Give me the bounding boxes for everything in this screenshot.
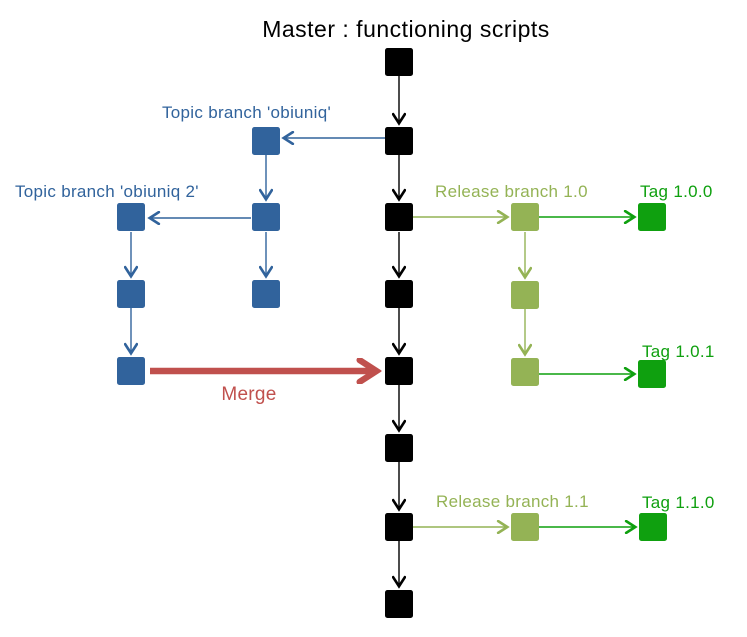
edges-layer [131,76,635,586]
commit-node-master [385,280,413,308]
commit-node-topic [117,280,145,308]
commit-node-master [385,48,413,76]
commit-node-master [385,434,413,462]
commit-node-topic [252,203,280,231]
commit-node-release [511,358,539,386]
commit-node-master [385,513,413,541]
commit-node-topic [117,203,145,231]
commit-node-release [511,513,539,541]
label-tag-1-0-1: Tag 1.0.1 [642,342,715,361]
commit-node-tag [639,513,667,541]
label-topic-branch-obiuniq-2: Topic branch 'obiuniq 2' [15,182,199,201]
diagram-title: Master : functioning scripts [262,16,550,42]
commit-node-topic [252,127,280,155]
commit-node-topic [117,357,145,385]
commit-node-tag [638,360,666,388]
nodes-layer [117,48,667,618]
commit-node-master [385,357,413,385]
label-tag-1-1-0: Tag 1.1.0 [642,493,715,512]
label-release-branch-1-0: Release branch 1.0 [435,182,588,201]
label-tag-1-0-0: Tag 1.0.0 [640,182,713,201]
commit-node-release [511,203,539,231]
commit-node-master [385,590,413,618]
commit-node-release [511,281,539,309]
commit-node-master [385,203,413,231]
label-merge: Merge [221,384,276,405]
label-topic-branch-obiuniq: Topic branch 'obiuniq' [162,103,331,122]
commit-node-topic [252,280,280,308]
commit-node-tag [638,203,666,231]
commit-node-master [385,127,413,155]
label-release-branch-1-1: Release branch 1.1 [436,492,589,511]
